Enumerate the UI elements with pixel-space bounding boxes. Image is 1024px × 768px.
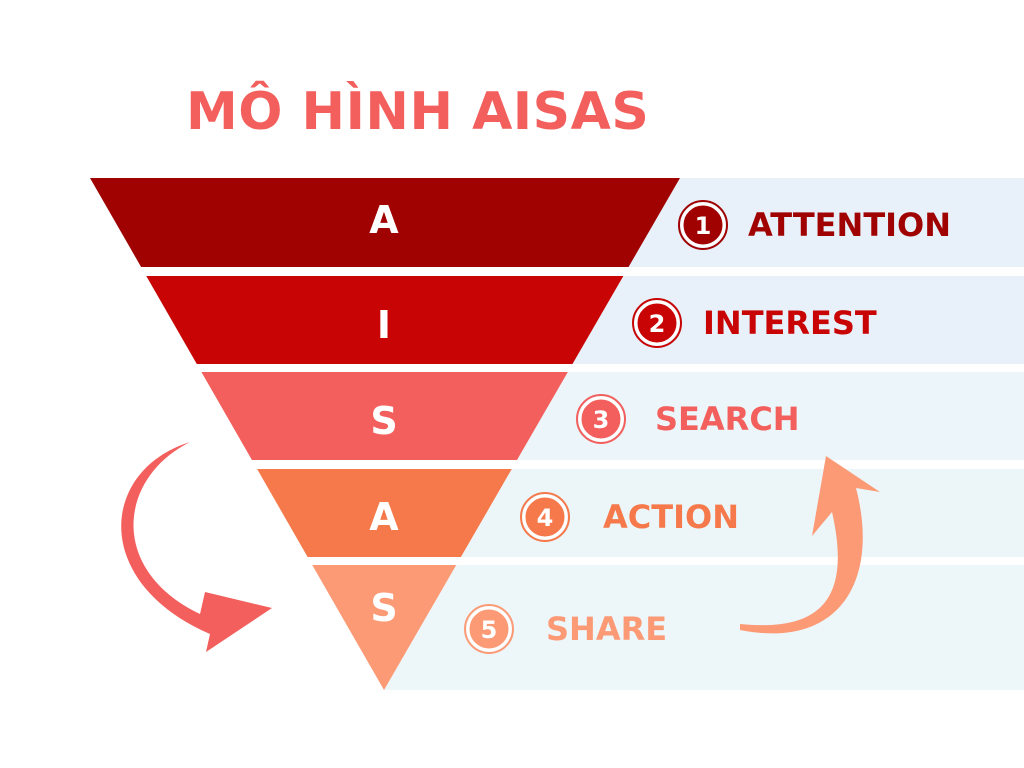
stage-number-4: 4 <box>537 504 554 532</box>
funnel-segment-5 <box>312 565 457 690</box>
arrows <box>121 442 880 652</box>
stage-number-ring-2 <box>632 298 682 348</box>
funnel-segment-4 <box>257 469 512 557</box>
funnel: A I S A S <box>90 178 680 690</box>
stage-band-3 <box>516 372 1024 460</box>
stage-band-2 <box>572 276 1024 364</box>
funnel-segment-1 <box>90 178 680 267</box>
stage-band-1 <box>628 178 1024 267</box>
curved-arrow-left-icon <box>121 442 272 652</box>
stage-number-5: 5 <box>481 616 498 644</box>
stage-letter-3: S <box>370 399 397 443</box>
page-title: MÔ HÌNH AISAS <box>186 82 650 142</box>
funnel-segment-3 <box>201 372 568 460</box>
stage-letter-4: A <box>369 495 399 539</box>
stage-number-badge-3 <box>578 396 624 442</box>
stage-label-3: SEARCH <box>655 400 800 438</box>
stage-number-badge-2 <box>634 300 680 346</box>
stage-number-3: 3 <box>593 406 610 434</box>
stage-band-4 <box>460 469 1024 557</box>
stage-letter-1: A <box>369 198 399 242</box>
stage-number-badge-5 <box>466 606 512 652</box>
stage-number-2: 2 <box>649 310 666 338</box>
background-bands <box>384 178 1024 690</box>
stage-number-1: 1 <box>695 212 712 240</box>
stage-letter-5: S <box>370 586 397 630</box>
stage-labels: 1 ATTENTION 2 INTEREST 3 SEARCH 4 ACTION 5 SHARE <box>464 200 951 654</box>
stage-number-ring-1 <box>678 200 728 250</box>
stage-number-ring-4 <box>520 492 570 542</box>
stage-label-5: SHARE <box>546 610 667 648</box>
stage-label-2: INTEREST <box>703 304 877 342</box>
stage-number-badge-1 <box>680 202 726 248</box>
stage-number-ring-3 <box>576 394 626 444</box>
funnel-segment-2 <box>146 276 624 364</box>
stage-number-badge-4 <box>522 494 568 540</box>
stage-number-ring-5 <box>464 604 514 654</box>
stage-band-5 <box>384 565 1024 690</box>
stage-label-4: ACTION <box>603 498 739 536</box>
stage-letter-2: I <box>377 303 391 347</box>
stage-label-1: ATTENTION <box>748 206 951 244</box>
curved-arrow-right-icon <box>740 456 880 634</box>
